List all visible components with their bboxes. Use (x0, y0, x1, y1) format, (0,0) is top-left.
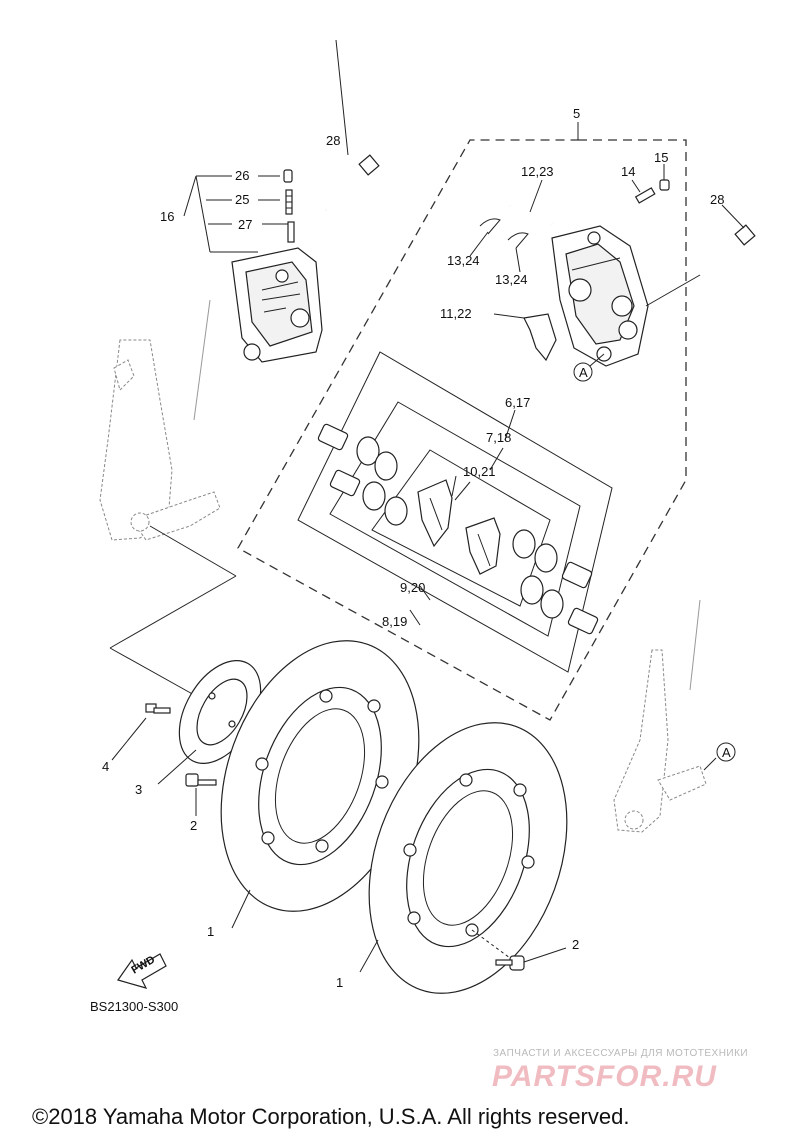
callout-ref-a-top: A (579, 365, 588, 380)
callout-14: 14 (621, 164, 635, 179)
left-caliper (231, 247, 323, 363)
callout-26: 26 (235, 168, 249, 183)
pistons-and-seals (317, 423, 599, 635)
brake-pads (417, 475, 501, 575)
callout-12-23: 12,23 (521, 164, 554, 179)
bleed-screw-parts (283, 169, 295, 243)
callout-27: 27 (238, 217, 252, 232)
callout-10-21: 10,21 (463, 464, 496, 479)
bracket-16 (183, 175, 290, 253)
callout-9-20: 9,20 (400, 580, 425, 595)
watermark-brand: PARTSFOR.RU (492, 1060, 717, 1093)
pin-clips (469, 218, 529, 273)
fwd-arrow-icon: FWD (117, 953, 167, 989)
callout-13-24-left: 13,24 (447, 253, 480, 268)
callout-ref-a-right: A (722, 745, 731, 760)
pad-spring (493, 313, 557, 362)
right-caliper (551, 225, 649, 367)
callout-13-24-right: 13,24 (495, 272, 528, 287)
disc-bolt-2-left (185, 773, 217, 816)
watermark-subtitle: ЗАПЧАСТИ И АКСЕССУАРЫ ДЛЯ МОТОТЕХНИКИ (493, 1048, 748, 1059)
callout-28-left: 28 (326, 133, 340, 148)
pad-pin (509, 179, 553, 226)
caliper-assembly-outline (237, 122, 687, 721)
diagram-code: BS21300-S300 (90, 999, 178, 1014)
callout-3: 3 (135, 782, 142, 797)
bleed-screw-right (631, 164, 670, 204)
right-caliper-bolt (645, 204, 756, 307)
callout-5: 5 (573, 106, 580, 121)
callout-15: 15 (654, 150, 668, 165)
callout-28-right: 28 (710, 192, 724, 207)
seal-kit-frames (297, 351, 613, 673)
callout-11-22: 11,22 (440, 306, 472, 321)
callout-1-right: 1 (336, 975, 343, 990)
ref-a-top (573, 353, 605, 382)
callouts: 5 28 28 26 25 27 16 12,23 14 15 13,24 13… (102, 106, 731, 990)
callout-25: 25 (235, 192, 249, 207)
callout-7-18: 7,18 (486, 430, 511, 445)
callout-2-right: 2 (572, 937, 579, 952)
brake-disc-left (220, 640, 420, 929)
callout-16: 16 (160, 209, 174, 224)
callout-2-left: 2 (190, 818, 197, 833)
copyright: ©2018 Yamaha Motor Corporation, U.S.A. A… (32, 1104, 629, 1129)
callout-6-17: 6,17 (505, 395, 530, 410)
sensor-rotor (157, 660, 262, 785)
left-fork (99, 299, 237, 697)
brake-disc-right (359, 722, 568, 994)
right-fork (613, 599, 736, 833)
callout-4: 4 (102, 759, 109, 774)
rotor-bolt-4 (111, 703, 171, 761)
callout-1-left: 1 (207, 924, 214, 939)
disc-bolt-2-right (471, 929, 567, 971)
watermark: ЗАПЧАСТИ И АКСЕССУАРЫ ДЛЯ МОТОТЕХНИКИ PA… (492, 1048, 748, 1093)
left-caliper-bolt (325, 39, 380, 211)
callout-8-19: 8,19 (382, 614, 407, 629)
